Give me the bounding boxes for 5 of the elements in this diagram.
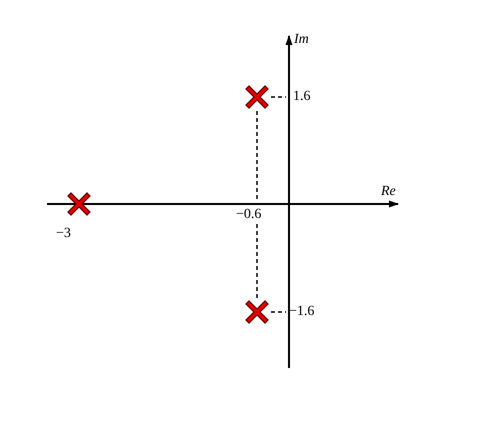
value-label: −3 <box>56 226 71 242</box>
axis-label: Im <box>294 32 309 48</box>
axis-label: Re <box>381 184 396 200</box>
value-label: −1.6 <box>289 304 314 320</box>
value-label: 1.6 <box>293 89 310 105</box>
